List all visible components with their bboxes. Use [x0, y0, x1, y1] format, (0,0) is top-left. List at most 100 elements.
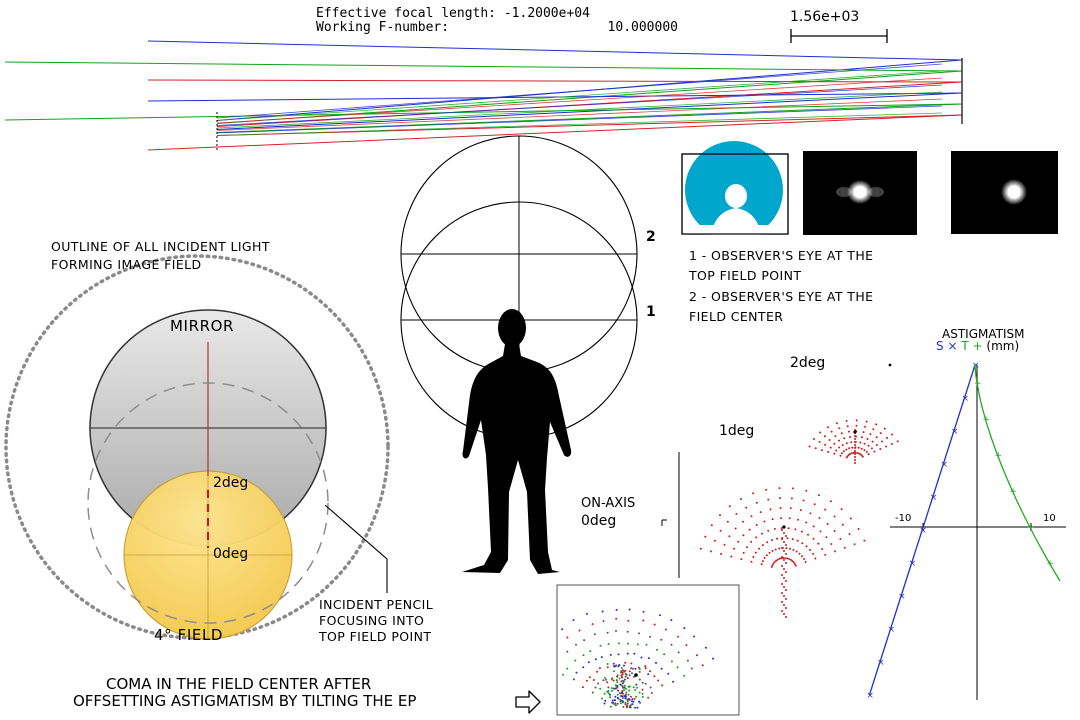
spot-point: [789, 558, 792, 561]
spot-point: [865, 420, 868, 423]
spot-point: [802, 499, 805, 502]
spot-point: [812, 525, 815, 528]
spot-point: [849, 517, 852, 520]
coma-spot-point: [603, 702, 606, 705]
efl-row: Effective focal length: -1.2000e+04: [316, 7, 590, 21]
coma-spot-point: [638, 670, 641, 673]
spot-point: [833, 515, 836, 518]
spot-point: [794, 564, 797, 567]
outline-right-arrow-icon: [515, 690, 541, 714]
coma-spot-point: [599, 687, 602, 690]
coma-spot-point: [663, 653, 666, 656]
spot-point: [857, 446, 860, 449]
spot-point: [805, 545, 808, 548]
coma-spot-point: [620, 674, 623, 677]
astig-s-marker: ×: [940, 460, 948, 470]
coma-spot-point: [628, 685, 631, 688]
coma-spot-point: [626, 630, 629, 633]
spot-point: [834, 435, 837, 438]
coma-spot-point: [647, 673, 650, 676]
spot-point: [783, 532, 785, 534]
spot-point: [860, 436, 863, 439]
fnum-row: Working F-number: 10.000000: [316, 21, 678, 35]
incident-ray: [4, 61, 963, 72]
reflected-ray: [216, 81, 963, 127]
spot-point: [710, 550, 712, 553]
spot-point: [783, 595, 785, 597]
spot-point: [890, 442, 893, 445]
coma-spot-point: [701, 664, 704, 667]
coma-spot-point: [604, 699, 607, 702]
spot-point: [830, 430, 833, 433]
coma-spot-diagram: [561, 608, 715, 709]
reflected-ray: [216, 114, 963, 136]
efl-value: -1.2000e+04: [503, 6, 590, 21]
spot-point: [710, 524, 713, 527]
spot-point: [821, 548, 824, 550]
spot-point: [871, 440, 874, 443]
coma-spot-point: [631, 698, 634, 701]
incident-ray: [147, 40, 963, 61]
coma-spot-point: [667, 672, 670, 675]
coma-spot-point: [585, 612, 588, 615]
reflected-ray: [216, 84, 943, 126]
spot-point: [794, 528, 797, 531]
coma-spot-point: [621, 701, 624, 704]
astig-s-marker: ×: [909, 559, 917, 569]
spot-point: [805, 489, 808, 492]
spot-point: [854, 438, 856, 440]
coma-spot-point: [601, 697, 603, 700]
coma-spot-point: [575, 671, 578, 674]
spot-point: [784, 557, 787, 560]
spot-point: [854, 456, 856, 458]
spot-1deg-label: 1deg: [719, 423, 755, 439]
coma-spot-point: [606, 666, 609, 669]
coma-spot-point: [633, 652, 636, 655]
astig-tick-pos: 10: [1043, 513, 1056, 524]
coma-spot-point: [635, 695, 638, 698]
spot-point: [778, 547, 781, 550]
coma-spot-point: [656, 648, 658, 651]
spot-point: [863, 442, 866, 445]
coma-spot-point: [634, 688, 637, 691]
spot-point: [783, 541, 785, 543]
coma-spot-point: [626, 700, 629, 703]
astig-title: ASTIGMATISM: [942, 327, 1025, 341]
coma-spot-point: [605, 678, 607, 681]
coma-spot-point: [623, 684, 626, 687]
coma-spot-point: [632, 686, 635, 689]
coma-spot-point: [572, 678, 575, 681]
coma-spot-point: [624, 697, 627, 700]
spot-point: [755, 524, 758, 526]
spot-point: [713, 539, 716, 542]
spot-point: [859, 441, 862, 444]
coma-spot-point: [638, 678, 641, 681]
spot-0deg-label: 0deg: [581, 513, 617, 529]
incident-ray: [147, 114, 963, 151]
spot-point: [761, 544, 764, 547]
spot-point: [841, 523, 844, 526]
coma-spot-point: [685, 644, 688, 647]
coma-spot-point: [626, 677, 629, 680]
spot-point: [755, 501, 758, 504]
coma-spot-point: [622, 706, 625, 708]
spot-point: [850, 452, 853, 455]
coma-spot-point: [633, 697, 636, 700]
reflected-ray: [216, 92, 963, 130]
spot-point: [750, 515, 753, 518]
spot-point: [853, 543, 856, 546]
spot-point: [870, 447, 873, 450]
spot-point: [795, 550, 798, 553]
spot-point: [891, 433, 894, 436]
coma-spot-point: [644, 667, 647, 670]
spot-point: [857, 452, 860, 455]
coma-spot-point: [626, 698, 629, 701]
coma-spot-point: [589, 650, 592, 653]
spot-point: [792, 487, 794, 490]
spot-point: [781, 610, 783, 612]
incident-ray: [147, 79, 963, 83]
astig-t-marker: +: [1046, 559, 1054, 569]
coma-spot-point: [613, 687, 615, 690]
eye-marker-2: 2: [646, 229, 656, 245]
eye-caption-2: 2 - OBSERVER'S EYE AT THE FIELD CENTER: [689, 287, 873, 327]
